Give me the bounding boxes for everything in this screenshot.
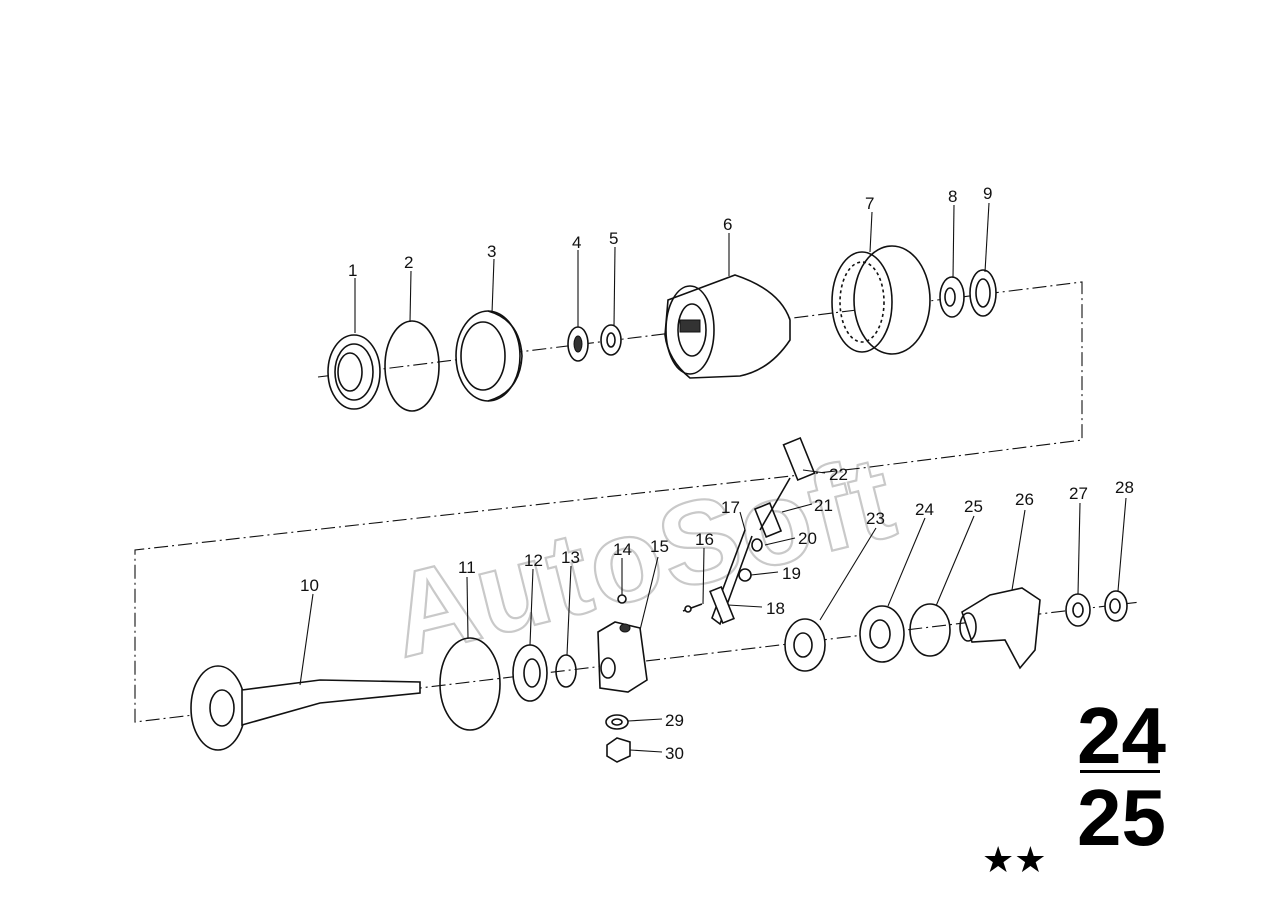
part-25-snap-ring	[909, 603, 951, 657]
part-11-o-ring	[439, 637, 501, 731]
callout-17: 17	[721, 498, 740, 517]
leader-lines	[299, 202, 1127, 753]
part-18-sleeve	[709, 585, 735, 625]
part-13-snap-ring	[555, 654, 577, 688]
part-2-o-ring	[384, 320, 440, 412]
callout-2: 2	[404, 253, 413, 272]
callout-30: 30	[665, 744, 684, 763]
callout-9: 9	[983, 184, 992, 203]
part-22-speedometer-gear	[759, 436, 816, 531]
part-6-clutch-drum	[664, 274, 791, 379]
callout-1: 1	[348, 261, 357, 280]
callout-5: 5	[609, 229, 618, 248]
group-number-bottom: 25	[1077, 773, 1166, 862]
part-8-thrust-washer	[939, 276, 965, 318]
callout-24: 24	[915, 500, 934, 519]
star-marks: ★★	[982, 840, 1047, 881]
part-12-lock-plate	[512, 644, 548, 702]
callout-8: 8	[948, 187, 957, 206]
part-10-output-shaft	[190, 665, 421, 751]
callout-28: 28	[1115, 478, 1134, 497]
part-28-washer	[1104, 590, 1128, 622]
part-24-ball-bearing	[859, 605, 905, 663]
part-30-screw-plug	[606, 737, 631, 763]
part-7-ring-gear	[831, 245, 931, 355]
part-20-o-ring	[751, 538, 763, 552]
part-17-guide-sleeve	[711, 529, 753, 626]
part-15-housing-block	[597, 621, 648, 693]
callout-6: 6	[723, 215, 732, 234]
callout-20: 20	[798, 529, 817, 548]
part-27-nut	[1065, 593, 1091, 627]
part-9-needle-bearing	[969, 269, 997, 317]
upper-assembly-axis	[134, 281, 1141, 723]
callout-25: 25	[964, 497, 983, 516]
callout-21: 21	[814, 496, 833, 515]
group-number-top: 24	[1077, 691, 1166, 780]
callout-22: 22	[829, 465, 848, 484]
part-23-bearing	[784, 618, 826, 672]
callout-labels: 1 2 3 4 5 6 7 8 9 10 11 12 13 14 15 16 1…	[300, 184, 1134, 763]
callout-16: 16	[695, 530, 714, 549]
callout-19: 19	[782, 564, 801, 583]
callout-12: 12	[524, 551, 543, 570]
callout-29: 29	[665, 711, 684, 730]
part-5-thrust-washer	[600, 324, 622, 356]
part-1-seal	[327, 334, 381, 410]
part-14-bolt	[617, 594, 627, 604]
part-26-output-flange	[959, 587, 1041, 670]
callout-4: 4	[572, 233, 581, 252]
part-3-bearing-race	[455, 310, 523, 402]
callout-3: 3	[487, 242, 496, 261]
part-21-driven-gear	[753, 502, 783, 538]
callout-23: 23	[866, 509, 885, 528]
callout-10: 10	[300, 576, 319, 595]
callout-26: 26	[1015, 490, 1034, 509]
part-29-seal-ring	[605, 714, 629, 730]
callout-14: 14	[613, 540, 632, 559]
callout-13: 13	[561, 548, 580, 567]
callout-15: 15	[650, 537, 669, 556]
part-16-pin	[682, 603, 703, 613]
callout-18: 18	[766, 599, 785, 618]
callout-7: 7	[865, 194, 874, 213]
group-number: 24 25	[1077, 691, 1166, 862]
callout-27: 27	[1069, 484, 1088, 503]
part-4-needle-bearing	[567, 326, 589, 362]
callout-11: 11	[458, 558, 476, 577]
